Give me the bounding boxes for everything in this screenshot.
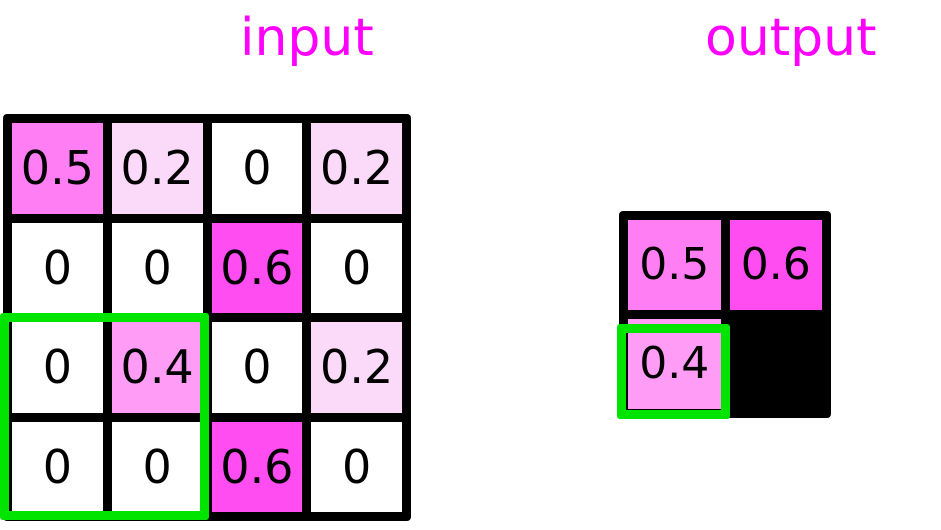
input-cell-r4c1: 0 xyxy=(12,421,103,512)
input-cell-r4c4: 0 xyxy=(311,421,402,512)
input-cell-r4c2: 0 xyxy=(111,421,203,512)
cell-value: 0.6 xyxy=(220,439,294,494)
input-cell-r1c2: 0.2 xyxy=(111,123,203,214)
input-cell-r1c3: 0 xyxy=(211,123,303,214)
cell-value: 0.5 xyxy=(20,141,94,196)
output-matrix: 0.5 0.6 0.4 xyxy=(619,211,831,418)
cell-value: 0.2 xyxy=(320,141,394,196)
output-cell-r1c1: 0.5 xyxy=(628,220,721,310)
cell-value: 0.6 xyxy=(740,239,811,290)
output-cell-r2c1: 0.4 xyxy=(628,319,721,409)
cell-value: 0 xyxy=(42,340,73,395)
input-cell-r2c1: 0 xyxy=(12,222,103,313)
input-cell-r1c1: 0.5 xyxy=(12,123,103,214)
cell-value: 0 xyxy=(242,141,272,196)
input-matrix: 0.5 0.2 0 0.2 0 0 0.6 0 0 0.4 xyxy=(3,114,411,521)
input-cell-r2c3: 0.6 xyxy=(211,222,303,313)
cell-value: 0 xyxy=(42,439,73,494)
input-cell-r3c3: 0 xyxy=(211,322,303,413)
input-cell-r3c2: 0.4 xyxy=(111,322,203,413)
input-cell-r2c4: 0 xyxy=(311,222,402,313)
cell-value: 0 xyxy=(42,240,73,295)
output-cell-r1c2: 0.6 xyxy=(729,220,822,310)
cell-value: 0 xyxy=(142,439,172,494)
cell-value: 0.5 xyxy=(639,239,710,290)
cell-value: 0.2 xyxy=(120,141,194,196)
input-cell-r4c3: 0.6 xyxy=(211,421,303,512)
input-cell-r3c1: 0 xyxy=(12,322,103,413)
cell-value: 0 xyxy=(142,240,172,295)
cell-value: 0.4 xyxy=(639,338,710,389)
input-title: input xyxy=(240,8,374,68)
output-title: output xyxy=(705,8,877,68)
cell-value: 0 xyxy=(242,340,272,395)
cell-value: 0.4 xyxy=(120,340,194,395)
input-cell-r1c4: 0.2 xyxy=(311,123,402,214)
cell-value: 0 xyxy=(341,240,372,295)
cell-value: 0 xyxy=(341,439,372,494)
cell-value: 0.2 xyxy=(320,340,394,395)
cell-value: 0.6 xyxy=(220,240,294,295)
input-cell-r3c4: 0.2 xyxy=(311,322,402,413)
input-cell-r2c2: 0 xyxy=(111,222,203,313)
